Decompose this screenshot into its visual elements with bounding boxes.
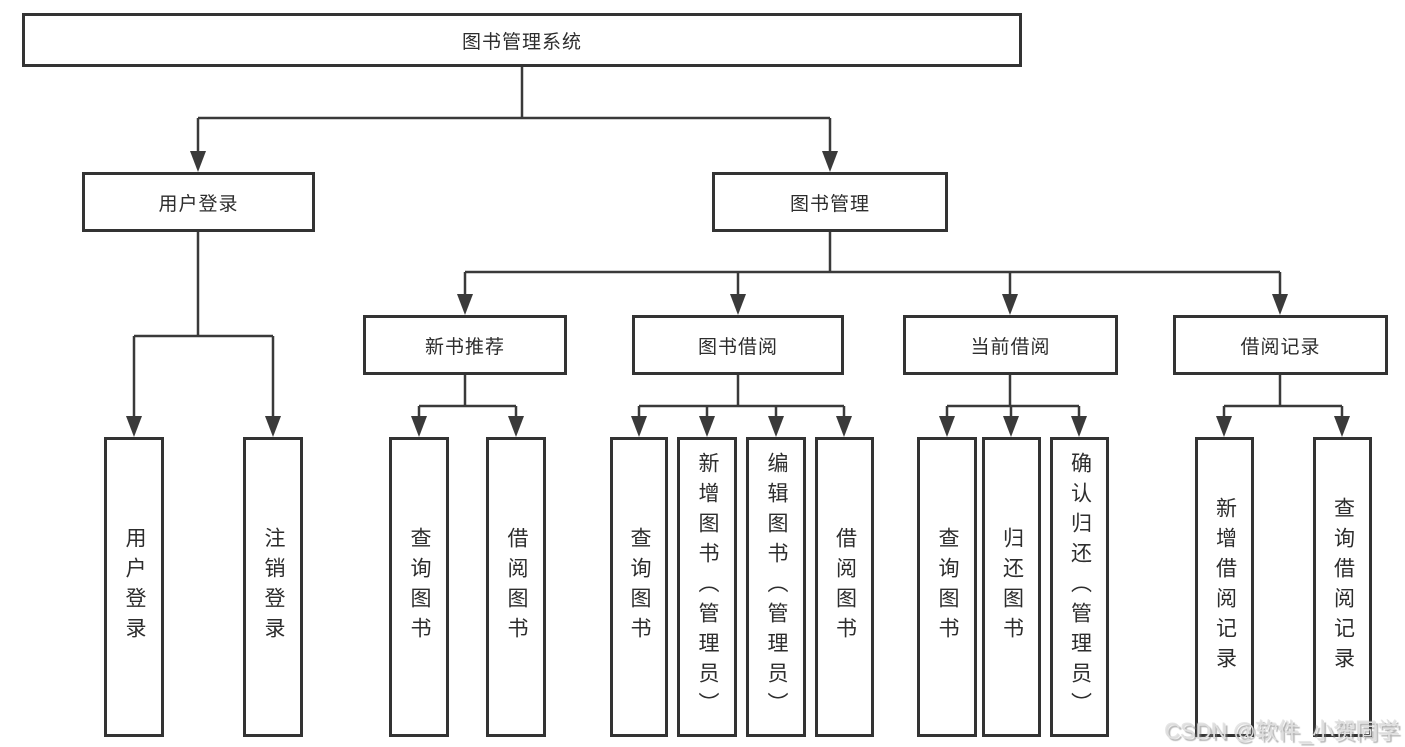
connector-book-management: [463, 232, 1282, 311]
arrow-icon: [1334, 416, 1350, 437]
arrow-icon: [1002, 294, 1018, 315]
arrow-icon: [265, 416, 281, 437]
arrow-icon: [822, 151, 838, 172]
node-leaf-borrow-books: 借阅图书: [815, 437, 874, 737]
node-book-borrow-label: 图书借阅: [697, 336, 778, 358]
node-leaf-confirm-return-admin-label: 确认归还（管理员）: [1068, 452, 1092, 722]
node-leaf-edit-book-admin: 编辑图书（管理员）: [746, 437, 806, 737]
node-leaf-query-books-borrow-label: 查询图书: [628, 527, 651, 647]
node-leaf-query-books-recommend-label: 查询图书: [408, 527, 431, 647]
arrow-icon: [508, 416, 524, 437]
node-leaf-add-borrow-record-label: 新增借阅记录: [1213, 497, 1237, 677]
watermark: CSDN @软件_小贺同学: [1164, 719, 1400, 744]
node-current-borrow: 当前借阅: [903, 315, 1118, 375]
node-leaf-add-book-admin: 新增图书（管理员）: [677, 437, 737, 737]
node-book-management-label: 图书管理: [789, 193, 870, 215]
node-borrow-records: 借阅记录: [1173, 315, 1388, 375]
node-leaf-return-book: 归还图书: [982, 437, 1041, 737]
connector-borrow-records: [1222, 375, 1344, 433]
node-leaf-borrow-books-label: 借阅图书: [833, 527, 857, 647]
node-leaf-query-books-recommend: 查询图书: [389, 437, 449, 737]
node-leaf-user-login: 用户登录: [104, 437, 164, 737]
arrow-icon: [457, 294, 473, 315]
arrow-icon: [730, 294, 746, 315]
node-new-book-recommend-label: 新书推荐: [424, 336, 505, 358]
arrow-icon: [699, 416, 715, 437]
connector-new-book-recommend: [417, 375, 518, 433]
node-leaf-confirm-return-admin: 确认归还（管理员）: [1050, 437, 1109, 737]
arrow-icon: [768, 416, 784, 437]
node-user-login: 用户登录: [82, 172, 315, 232]
arrowheads: [126, 151, 1350, 437]
node-root-label: 图书管理系统: [461, 31, 582, 53]
connector-root: [196, 67, 832, 168]
arrow-icon: [1071, 416, 1087, 437]
arrow-icon: [836, 416, 852, 437]
node-leaf-query-books-borrow: 查询图书: [610, 437, 668, 737]
arrow-icon: [1272, 294, 1288, 315]
connector-user-login: [132, 232, 275, 433]
arrow-icon: [190, 151, 206, 172]
node-leaf-logout: 注销登录: [243, 437, 303, 737]
arrow-icon: [939, 416, 955, 437]
arrow-icon: [1003, 416, 1019, 437]
node-leaf-edit-book-admin-label: 编辑图书（管理员）: [765, 452, 788, 722]
node-book-borrow: 图书借阅: [632, 315, 844, 375]
arrow-icon: [411, 416, 427, 437]
node-leaf-add-book-admin-label: 新增图书（管理员）: [696, 452, 719, 722]
node-new-book-recommend: 新书推荐: [363, 315, 567, 375]
node-leaf-borrow-books-recommend-label: 借阅图书: [505, 527, 528, 647]
arrow-icon: [631, 416, 647, 437]
node-leaf-query-borrow-record: 查询借阅记录: [1313, 437, 1372, 737]
node-current-borrow-label: 当前借阅: [970, 336, 1051, 358]
node-borrow-records-label: 借阅记录: [1240, 336, 1321, 358]
node-leaf-user-login-label: 用户登录: [123, 527, 146, 647]
node-user-login-label: 用户登录: [158, 193, 239, 215]
arrow-icon: [1216, 416, 1232, 437]
node-leaf-return-book-label: 归还图书: [1000, 527, 1024, 647]
node-leaf-borrow-books-recommend: 借阅图书: [486, 437, 546, 737]
node-root: 图书管理系统: [22, 13, 1022, 67]
node-leaf-logout-label: 注销登录: [262, 527, 285, 647]
node-leaf-query-books-current: 查询图书: [917, 437, 977, 737]
connector-book-borrow: [637, 375, 846, 433]
arrow-icon: [126, 416, 142, 437]
node-leaf-query-borrow-record-label: 查询借阅记录: [1331, 497, 1355, 677]
node-leaf-add-borrow-record: 新增借阅记录: [1195, 437, 1254, 737]
node-leaf-query-books-current-label: 查询图书: [936, 527, 959, 647]
node-book-management: 图书管理: [712, 172, 948, 232]
